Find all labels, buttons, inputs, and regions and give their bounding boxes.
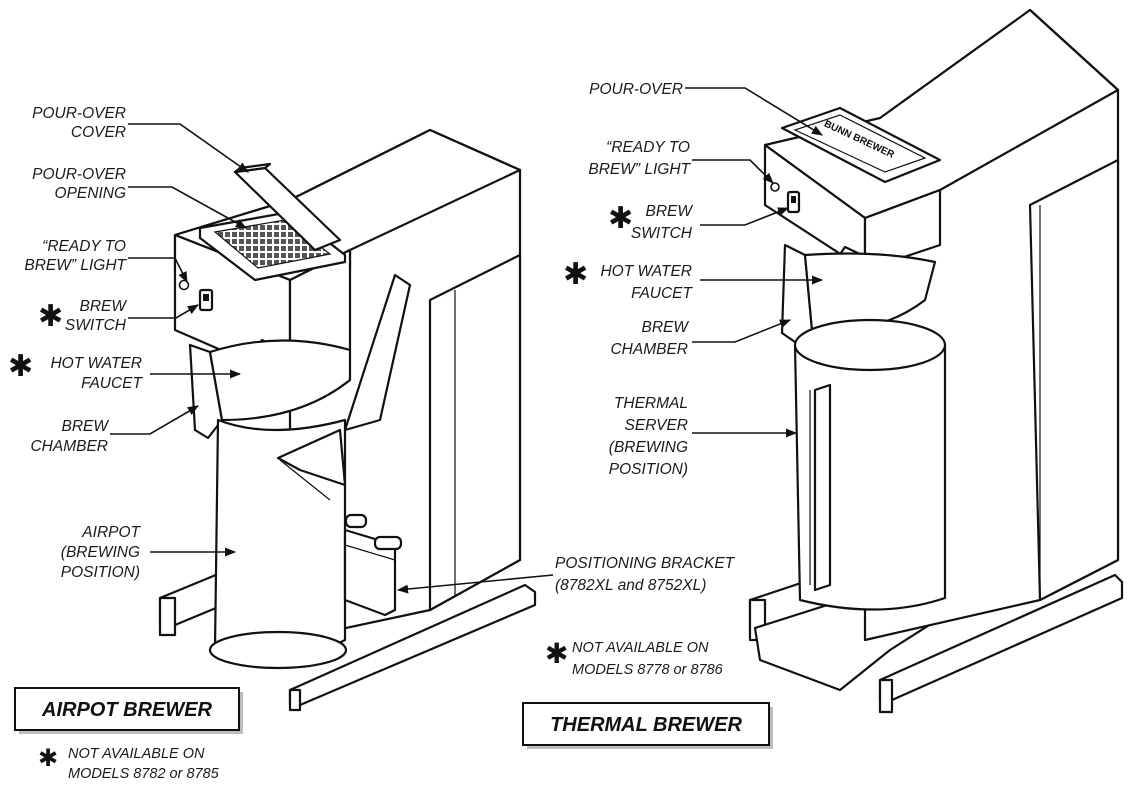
label-airpot-line2: (BREWING	[61, 544, 140, 561]
label-thermal-server-line4: POSITION)	[609, 461, 688, 478]
thermal-brewer-drawing: BUNN BREWER	[748, 8, 1124, 714]
label-positioning-bracket-line1: POSITIONING BRACKET	[555, 555, 736, 572]
asterisk-icon: ✱	[608, 201, 633, 236]
label-ready-light-line2: BREW” LIGHT	[24, 257, 127, 274]
label-ready-light-line1: “READY TO	[606, 139, 690, 156]
label-brew-switch-line2: SWITCH	[631, 225, 693, 242]
label-hot-water-faucet-line2: FAUCET	[631, 285, 693, 302]
thermal-labels: POUR-OVER “READY TO BREW” LIGHT ✱ BREW S…	[563, 81, 694, 478]
label-brew-chamber-line1: BREW	[62, 418, 110, 435]
airpot-note-line1: NOT AVAILABLE ON	[68, 746, 205, 762]
asterisk-icon: ✱	[563, 257, 588, 292]
label-brew-switch-line1: BREW	[80, 298, 128, 315]
airpot-brewer-title-box: AIRPOT BREWER	[14, 687, 243, 734]
label-positioning-bracket-line2: (8782XL and 8752XL)	[555, 577, 706, 594]
asterisk-icon: ✱	[545, 637, 568, 670]
asterisk-icon: ✱	[38, 744, 58, 772]
thermal-note-line2: MODELS 8778 or 8786	[572, 662, 724, 678]
asterisk-icon: ✱	[38, 299, 63, 334]
label-ready-light-line2: BREW” LIGHT	[588, 161, 691, 178]
label-pour-over-cover-line2: COVER	[71, 124, 126, 141]
label-brew-chamber-line2: CHAMBER	[610, 341, 688, 358]
label-brew-chamber-line1: BREW	[642, 319, 690, 336]
label-pour-over-opening-line1: POUR-OVER	[32, 166, 126, 183]
airpot-brewer-drawing	[158, 128, 537, 712]
thermal-leaders	[685, 87, 824, 438]
label-pour-over: POUR-OVER	[589, 81, 683, 98]
label-hot-water-faucet-line1: HOT WATER	[600, 263, 692, 280]
label-ready-light-line1: “READY TO	[42, 238, 126, 255]
label-pour-over-opening-line2: OPENING	[55, 185, 126, 202]
asterisk-icon: ✱	[8, 349, 33, 384]
airpot-brewer-title: AIRPOT BREWER	[41, 699, 213, 721]
airpot-labels: POUR-OVER COVER POUR-OVER OPENING “READY…	[8, 105, 144, 581]
thermal-brewer-title-box: THERMAL BREWER	[522, 702, 773, 749]
label-thermal-server-line2: SERVER	[625, 417, 688, 434]
label-thermal-server-line3: (BREWING	[609, 439, 688, 456]
airpot-note-line2: MODELS 8782 or 8785	[68, 766, 220, 782]
label-pour-over-cover-line1: POUR-OVER	[32, 105, 126, 122]
label-thermal-server-line1: THERMAL	[614, 395, 688, 412]
label-airpot-line3: POSITION)	[61, 564, 140, 581]
thermal-brewer-title: THERMAL BREWER	[550, 714, 742, 736]
thermal-note-line1: NOT AVAILABLE ON	[572, 640, 709, 656]
positioning-bracket-callout: POSITIONING BRACKET (8782XL and 8752XL)	[396, 555, 736, 594]
label-hot-water-faucet-line1: HOT WATER	[50, 355, 142, 372]
label-brew-switch-line2: SWITCH	[65, 317, 127, 334]
label-brew-chamber-line2: CHAMBER	[30, 438, 108, 455]
airpot-leaders	[110, 123, 249, 557]
label-brew-switch-line1: BREW	[646, 203, 694, 220]
label-hot-water-faucet-line2: FAUCET	[81, 375, 143, 392]
label-airpot-line1: AIRPOT	[81, 524, 141, 541]
